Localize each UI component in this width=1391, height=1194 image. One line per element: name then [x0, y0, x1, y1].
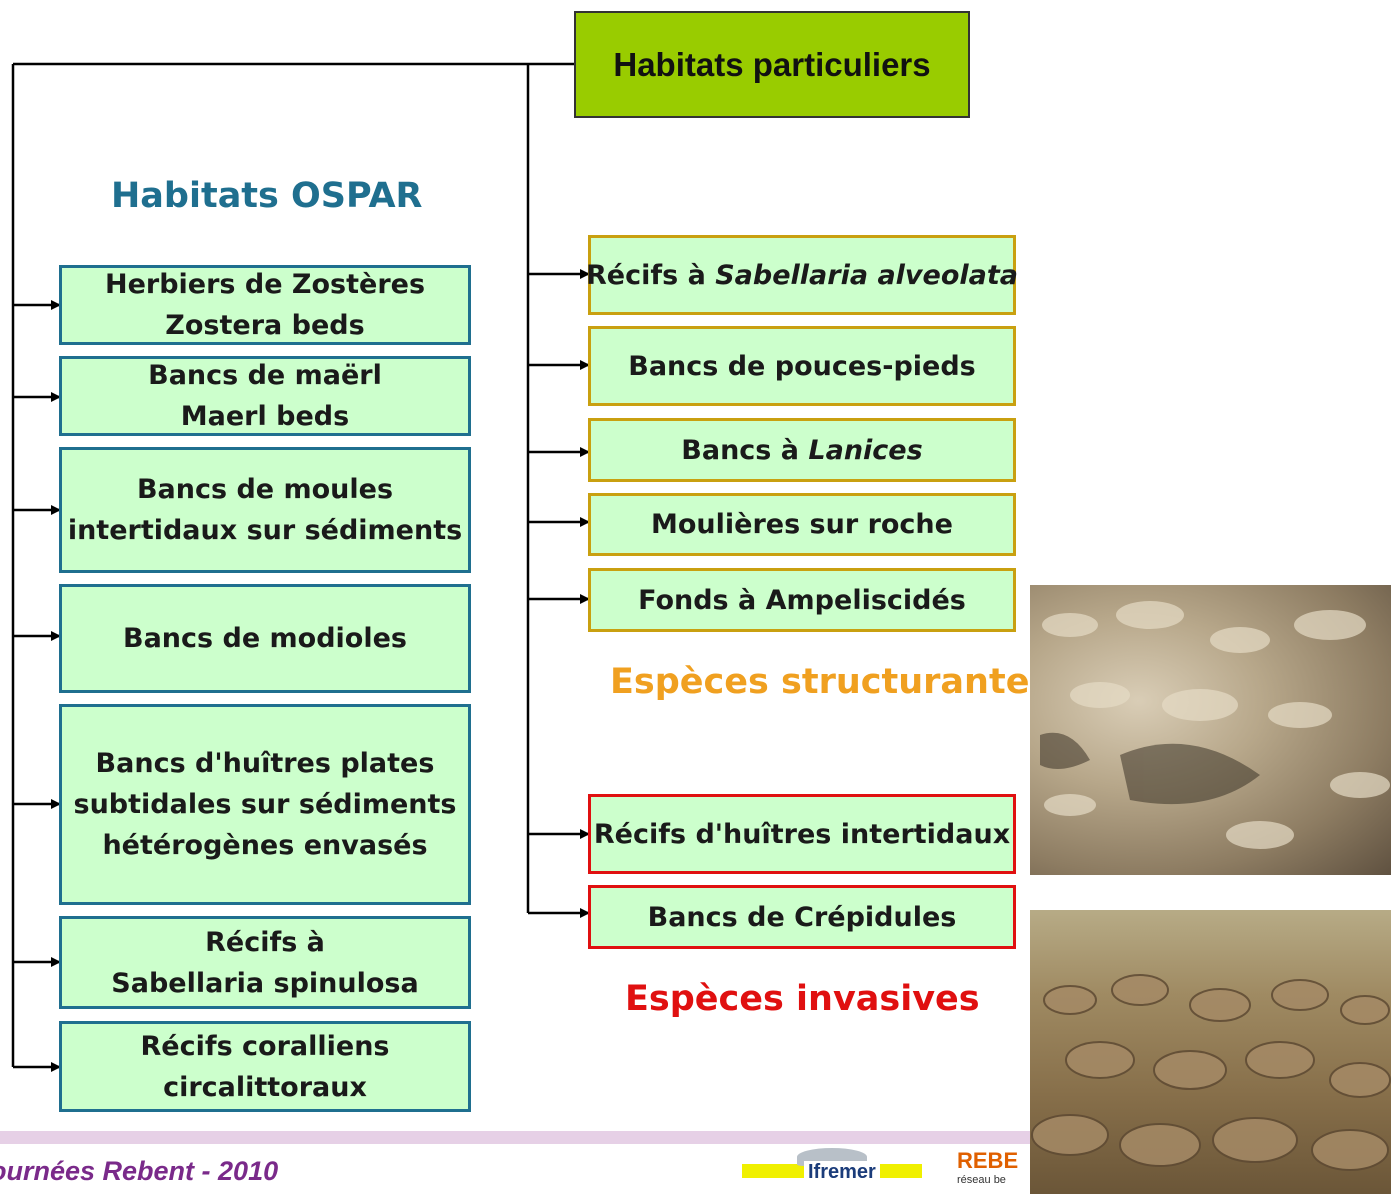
struct-box-label: Bancs à Lanices: [681, 434, 923, 466]
footer-event-label: ournées Rebent - 2010: [0, 1156, 279, 1186]
oyster-reef-photo: [1030, 585, 1391, 875]
ospar-box-line: Récifs à: [205, 926, 325, 958]
ospar-box-line: intertidaux sur sédiments: [67, 515, 463, 546]
struct-box-label: Récifs à Sabellaria alveolata: [586, 259, 1018, 291]
ospar-box-sabellaria-spinulosa: Récifs à Sabellaria spinulosa: [59, 916, 471, 1009]
ospar-box-line: subtidales sur sédiments: [73, 789, 457, 820]
inv-box-huitres-intertidaux: Récifs d'huîtres intertidaux: [588, 794, 1016, 874]
ospar-box-line: Bancs d'huîtres plates: [95, 748, 435, 779]
ospar-box-moules: Bancs de moules intertidaux sur sédiment…: [59, 447, 471, 573]
ospar-box-line: Bancs de moules: [136, 474, 394, 505]
ospar-box-coralliens: Récifs coralliens circalittoraux: [59, 1021, 471, 1112]
root-box: Habitats particuliers: [574, 11, 970, 118]
ospar-box-line: Récifs coralliens: [140, 1030, 390, 1062]
inv-box-label: Bancs de Crépidules: [647, 901, 957, 933]
ospar-box-line: Sabellaria spinulosa: [111, 967, 419, 999]
ospar-box-maerl: Bancs de maërl Maerl beds: [59, 356, 471, 436]
rebent-logo-text: REBE: [957, 1148, 1019, 1173]
struct-box-ampeliscides: Fonds à Ampeliscidés: [588, 568, 1016, 632]
oyster-reef-texture: [1040, 601, 1390, 849]
inv-box-label: Récifs d'huîtres intertidaux: [593, 818, 1011, 850]
ospar-box-line: Bancs de modioles: [123, 623, 407, 654]
struct-box-pouces-pieds: Bancs de pouces-pieds: [588, 326, 1016, 406]
ospar-box-line: Bancs de maërl: [148, 360, 382, 391]
heading-structurantes: Espèces structurantes: [610, 662, 1051, 702]
struct-box-label: Bancs de pouces-pieds: [628, 350, 976, 382]
ifremer-logo-text: Ifremer: [804, 1161, 880, 1184]
rebent-logo-sub: réseau be: [957, 1174, 1006, 1186]
heading-ospar: Habitats OSPAR: [111, 176, 423, 216]
struct-box-label: Moulières sur roche: [651, 509, 953, 540]
ospar-box-zostera: Herbiers de Zostères Zostera beds: [59, 265, 471, 345]
heading-invasives: Espèces invasives: [625, 979, 980, 1019]
ifremer-logo: Ifremer: [742, 1146, 927, 1186]
struct-box-lanices: Bancs à Lanices: [588, 418, 1016, 482]
ospar-box-line: Maerl beds: [180, 401, 350, 432]
crepidula-photo: [1030, 910, 1391, 1194]
struct-box-moulieres: Moulières sur roche: [588, 493, 1016, 556]
inv-box-crepidules: Bancs de Crépidules: [588, 885, 1016, 949]
struct-box-label: Fonds à Ampeliscidés: [638, 584, 966, 616]
footer-band: [0, 1131, 1030, 1144]
ospar-box-line: Herbiers de Zostères: [104, 269, 426, 300]
crepidula-texture: [1031, 974, 1391, 1171]
root-label: Habitats particuliers: [613, 46, 931, 83]
ospar-box-line: Zostera beds: [165, 310, 365, 341]
rebent-logo: REBE réseau be: [955, 1148, 1030, 1194]
ospar-box-line: circalittoraux: [163, 1071, 367, 1103]
ospar-box-modioles: Bancs de modioles: [59, 584, 471, 693]
ospar-box-line: hétérogènes envasés: [102, 830, 428, 861]
struct-box-sabellaria-alveolata: Récifs à Sabellaria alveolata: [586, 235, 1018, 315]
ospar-box-huitres-plates: Bancs d'huîtres plates subtidales sur sé…: [59, 704, 471, 905]
